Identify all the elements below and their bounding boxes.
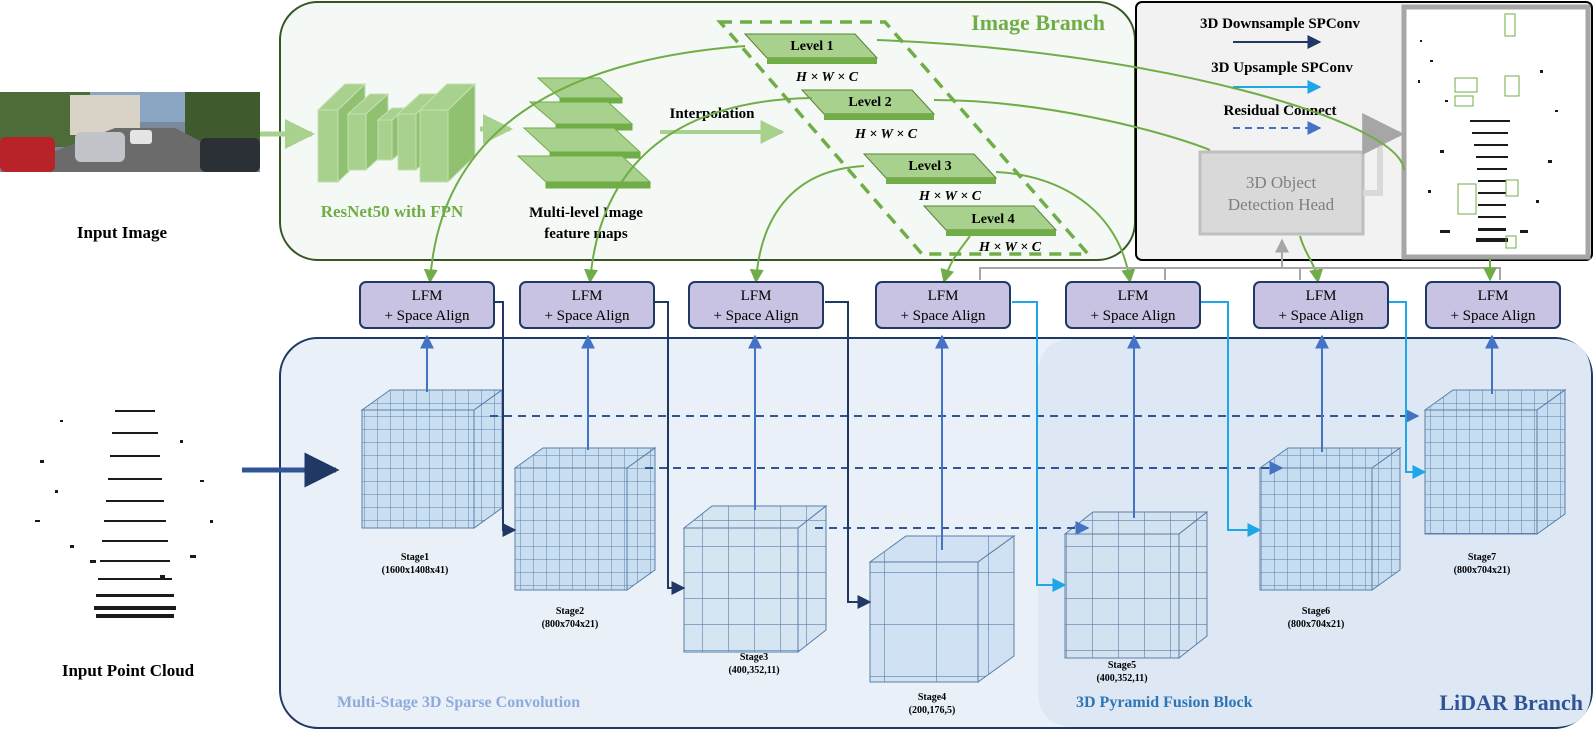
detection-head-label-line1: 3D Object xyxy=(1246,173,1317,192)
lfm-to-head-connectors xyxy=(979,238,1501,282)
lfm-block-2: LFM + Space Align xyxy=(519,281,655,329)
lfm-block-7: LFM + Space Align xyxy=(1425,281,1561,329)
lfm-block-1: LFM + Space Align xyxy=(359,281,495,329)
lfm-block-3-line2: + Space Align xyxy=(713,308,799,324)
stage-3-cube xyxy=(682,504,828,654)
levels-dashed-frame xyxy=(716,20,1092,256)
level-2: Level 2 H × W × C xyxy=(800,89,936,142)
detection-head-label-line2: Detection Head xyxy=(1228,195,1335,214)
legend-residual-label: Residual Connect xyxy=(1224,103,1337,119)
lfm-block-3: LFM + Space Align xyxy=(688,281,824,329)
stage-7-name: Stage7 xyxy=(1468,552,1496,563)
pyramid-fusion-label: 3D Pyramid Fusion Block xyxy=(1076,694,1253,711)
level-4-label: Level 4 xyxy=(971,212,1014,227)
feature-maps-label-line2: feature maps xyxy=(544,226,628,242)
lfm-block-4-line2: + Space Align xyxy=(900,308,986,324)
output-detection-image xyxy=(1401,4,1591,260)
stage-to-lfm-arrows xyxy=(420,334,1499,550)
lfm-block-2-line2: + Space Align xyxy=(544,308,630,324)
upsample-connectors xyxy=(1012,301,1427,592)
stage-4-dims: (200,176,5) xyxy=(909,705,956,716)
stage-4-cube xyxy=(868,535,1016,683)
lfm-block-3-line1: LFM xyxy=(741,288,772,304)
level-3-label: Level 3 xyxy=(908,159,951,174)
stage-5-name: Stage5 xyxy=(1108,660,1136,671)
lfm-block-5-line1: LFM xyxy=(1118,288,1149,304)
input-image xyxy=(0,92,260,172)
stage-3-name: Stage3 xyxy=(740,652,768,663)
stage-7-cube xyxy=(1423,389,1567,535)
level-1: Level 1 H × W × C xyxy=(743,33,879,85)
stage-2-cube xyxy=(513,447,657,591)
sparse-conv-label: Multi-Stage 3D Sparse Convolution xyxy=(337,694,580,711)
stage-6-dims: (800x704x21) xyxy=(1288,619,1345,630)
stage-2-dims: (800x704x21) xyxy=(542,619,599,630)
lidar-branch-title: LiDAR Branch xyxy=(1439,690,1583,715)
lfm-block-7-line1: LFM xyxy=(1478,288,1509,304)
level-1-label: Level 1 xyxy=(790,39,833,54)
lfm-block-2-line1: LFM xyxy=(572,288,603,304)
resnet-backbone xyxy=(316,82,477,184)
image-to-lfm-connectors xyxy=(423,39,1405,284)
stage-1-name: Stage1 xyxy=(401,552,429,563)
lfm-block-5-line2: + Space Align xyxy=(1090,308,1176,324)
stage-1-dims: (1600x1408x41) xyxy=(382,565,449,576)
level-4-dims: H × W × C xyxy=(978,240,1042,255)
level-4: Level 4 H × W × C xyxy=(922,205,1058,255)
stage-2-name: Stage2 xyxy=(556,606,584,617)
level-3-dims: H × W × C xyxy=(918,189,982,204)
input-image-label: Input Image xyxy=(77,223,168,242)
input-point-cloud-label: Input Point Cloud xyxy=(62,661,195,680)
lfm-block-7-line2: + Space Align xyxy=(1450,308,1536,324)
stage-6-cube xyxy=(1258,447,1402,591)
level-3: Level 3 H × W × C xyxy=(862,153,998,204)
lfm-block-6-line2: + Space Align xyxy=(1278,308,1364,324)
lfm-block-1-line1: LFM xyxy=(412,288,443,304)
stage-7-dims: (800x704x21) xyxy=(1454,565,1511,576)
lfm-block-1-line2: + Space Align xyxy=(384,308,470,324)
stage-5-cube xyxy=(1063,510,1209,660)
feature-maps-label-line1: Multi-level Image xyxy=(529,205,643,221)
stage-5-dims: (400,352,11) xyxy=(1096,673,1147,684)
stage-3-dims: (400,352,11) xyxy=(728,665,779,676)
legend-downsample-label: 3D Downsample SPConv xyxy=(1200,16,1361,32)
lfm-block-4: LFM + Space Align xyxy=(875,281,1011,329)
level-2-label: Level 2 xyxy=(848,95,891,110)
stage-6-name: Stage6 xyxy=(1302,606,1330,617)
residual-connections xyxy=(490,409,1420,535)
input-point-cloud xyxy=(35,410,213,618)
lfm-block-6-line1: LFM xyxy=(1306,288,1337,304)
lfm-block-5: LFM + Space Align xyxy=(1065,281,1201,329)
detection-head xyxy=(1198,150,1365,236)
head-to-output-arrow xyxy=(1362,113,1405,196)
level-2-dims: H × W × C xyxy=(854,127,918,142)
backbone-label: ResNet50 with FPN xyxy=(321,202,464,221)
lfm-block-6: LFM + Space Align xyxy=(1253,281,1389,329)
feature-maps-stack xyxy=(516,77,652,189)
legend-upsample-label: 3D Upsample SPConv xyxy=(1211,60,1353,76)
lfm-block-4-line1: LFM xyxy=(928,288,959,304)
image-branch-title: Image Branch xyxy=(971,10,1105,35)
stage-4-name: Stage4 xyxy=(918,692,946,703)
stage-1-cube xyxy=(360,389,504,529)
level-1-dims: H × W × C xyxy=(795,70,859,85)
downsample-connectors xyxy=(495,301,872,609)
